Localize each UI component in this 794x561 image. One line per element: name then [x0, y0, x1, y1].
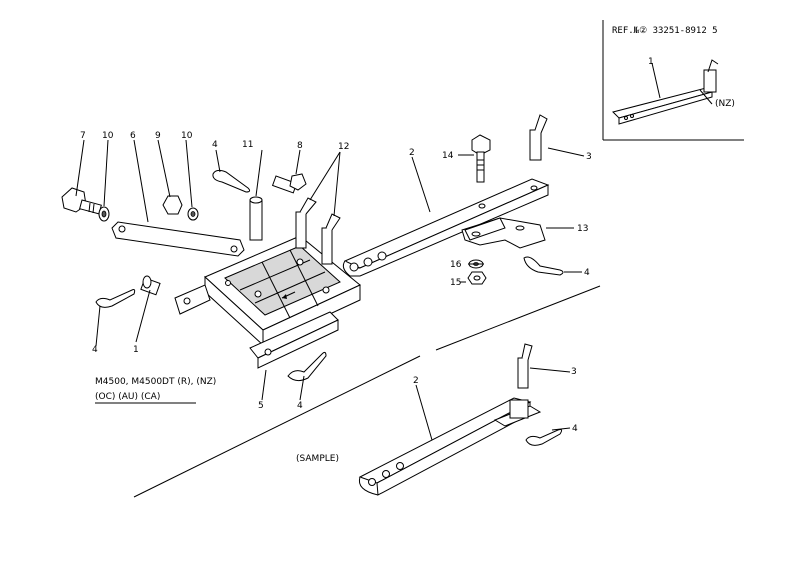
hitch-frame [174, 235, 361, 369]
callout-12: 12 [338, 142, 349, 152]
callout-14: 14 [442, 151, 454, 161]
link-arm [111, 221, 245, 257]
callout-15: 15 [450, 278, 461, 288]
callout-3: 3 [586, 152, 592, 162]
callout-13: 13 [577, 224, 588, 234]
clip-pin-left [95, 289, 136, 308]
callout-1: 1 [133, 345, 139, 355]
hitch-bracket [461, 217, 546, 249]
clip-pin-right [523, 256, 564, 276]
callout-4-top: 4 [212, 140, 218, 150]
callout-10-left: 10 [102, 131, 114, 141]
clip-pin-top [212, 169, 251, 193]
callout-9: 9 [155, 131, 161, 141]
sleeve-pins [249, 149, 341, 265]
sample-callout-3: 3 [571, 367, 577, 377]
callout-7: 7 [80, 131, 86, 141]
drawbar-main [342, 114, 550, 277]
inset-drawbar [612, 59, 719, 125]
callout-10-right: 10 [181, 131, 193, 141]
leader-lines [75, 139, 585, 441]
bolt-assembly [61, 187, 199, 222]
divider-line-upper [435, 285, 601, 351]
callout-4-bottom: 4 [297, 401, 303, 411]
inset-callout-nz: (NZ) [715, 99, 735, 109]
callout-4-left: 4 [92, 345, 98, 355]
model-line-1: M4500, M4500DT (R), (NZ) [95, 377, 216, 387]
sample-label: (SAMPLE) [296, 454, 339, 464]
callout-11: 11 [242, 140, 253, 150]
callout-4-right: 4 [584, 268, 590, 278]
divider-line-lower [133, 355, 421, 498]
ref-number: REF.№② 33251-8912 5 [612, 26, 718, 36]
inset-frame [602, 20, 744, 141]
inset-callout-1: 1 [648, 57, 654, 67]
washer-nut [467, 259, 487, 285]
callout-16: 16 [450, 260, 462, 270]
model-line-2: (OC) (AU) (CA) [95, 392, 160, 402]
callout-2: 2 [409, 148, 415, 158]
callout-8: 8 [297, 141, 303, 151]
callout-6: 6 [130, 131, 136, 141]
sample-callout-2: 2 [413, 376, 419, 386]
bolt-8 [271, 173, 307, 194]
sample-callout-4: 4 [572, 424, 578, 434]
pin-1 [140, 275, 161, 296]
clip-pin-bottom [287, 351, 327, 382]
sample-drawbar [358, 343, 563, 496]
callout-5: 5 [258, 401, 264, 411]
